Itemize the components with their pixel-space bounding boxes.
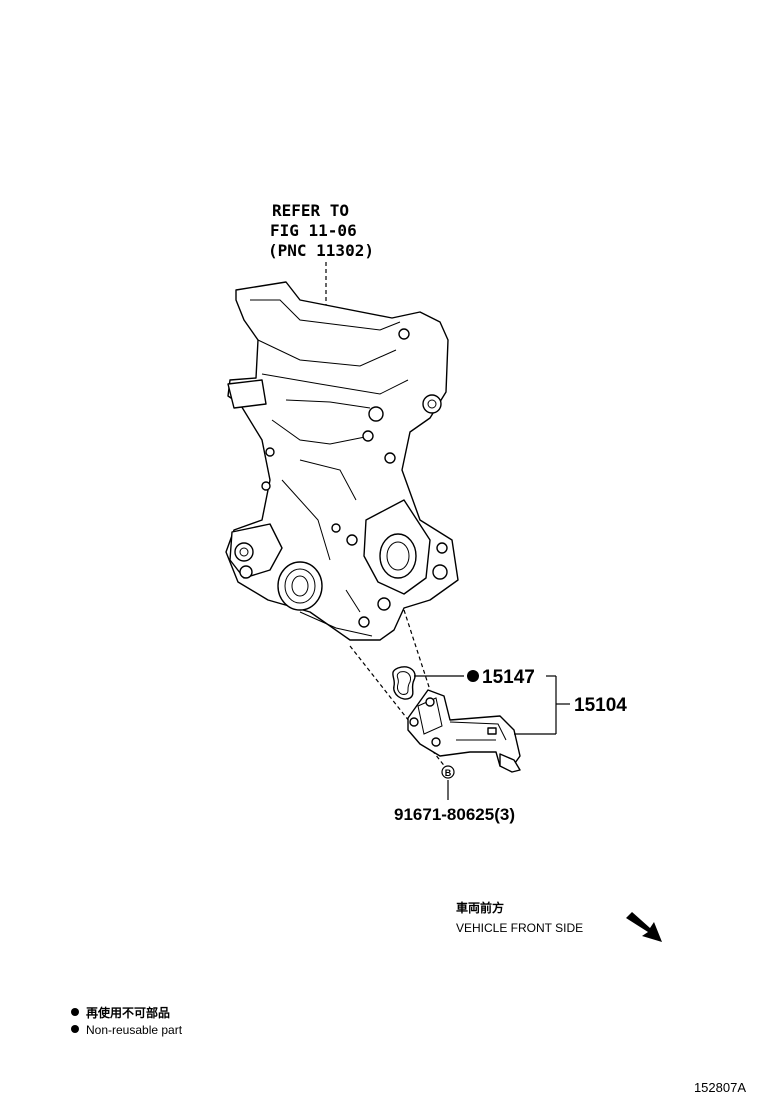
front-arrow-icon <box>626 912 662 942</box>
reference-line-2: FIG 11-06 <box>270 221 357 240</box>
gasket-drawing <box>392 666 464 700</box>
bolt-part-number: 91671-80625(3) <box>394 805 515 824</box>
front-label-en: VEHICLE FRONT SIDE <box>456 921 583 935</box>
reference-line-1: REFER TO <box>272 201 349 220</box>
bolt-marker-letter: B <box>445 768 452 778</box>
assembly-bracket <box>546 675 570 734</box>
bolt-marker: B <box>441 765 455 800</box>
strainer-part-number: 15104 <box>574 695 627 716</box>
oil-strainer-drawing <box>407 689 556 773</box>
gasket-part-number: 15147 <box>482 667 535 688</box>
front-label-jp: 車両前方 <box>456 900 504 915</box>
assembly-line-2 <box>403 609 431 691</box>
legend-text-jp: 再使用不可部品 <box>86 1005 170 1020</box>
legend-dot-2 <box>71 1025 79 1033</box>
non-reusable-dot <box>467 670 479 682</box>
legend-text-en: Non-reusable part <box>86 1023 183 1037</box>
reference-note: REFER TO FIG 11-06 (PNC 11302) <box>268 201 374 306</box>
timing-chain-cover-drawing <box>225 281 459 641</box>
legend-dot-1 <box>71 1008 79 1016</box>
illustration-id: 152807A <box>694 1080 746 1095</box>
reference-line-3: (PNC 11302) <box>268 241 374 260</box>
